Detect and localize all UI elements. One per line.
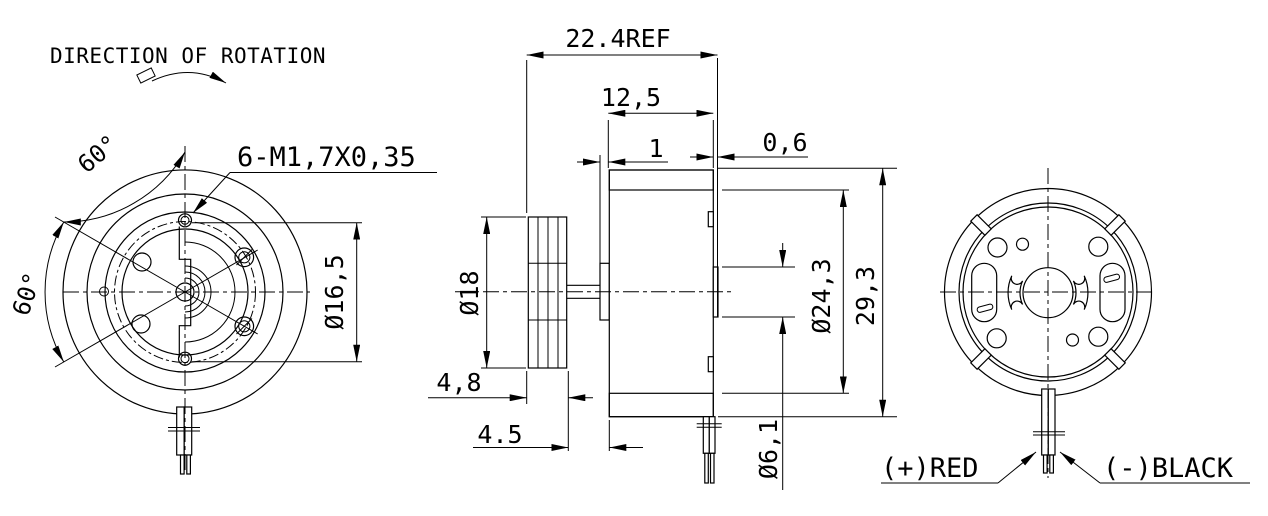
positive-lead-label: (+)RED — [881, 453, 979, 484]
dim-case-length: 12,5 — [601, 83, 661, 112]
dim-weight-dia: Ø18 — [455, 270, 484, 315]
dim-case-dia: Ø24,3 — [807, 258, 836, 333]
positive-lead-arrow — [997, 451, 1037, 484]
dim-boss-dia: Ø6,1 — [754, 419, 783, 479]
back-holes — [986, 236, 1109, 349]
crimp-tab-bottom — [707, 356, 714, 373]
front-view: 60° 60° Ø16,5 6-M1,7X0,35 — [7, 129, 437, 475]
negative-lead-arrow — [1059, 451, 1101, 484]
terminal-tab-left — [976, 303, 994, 313]
notch-sw — [969, 347, 993, 371]
thread-spec-label: 6-M1,7X0,35 — [237, 142, 416, 173]
arc-slot-right — [1072, 275, 1089, 310]
dim-overall-length: 22.4REF — [565, 24, 670, 53]
radial-line-150 — [54, 216, 186, 293]
direction-of-rotation-label: DIRECTION OF ROTATION — [50, 44, 326, 68]
angle-dim-left-label: 60° — [7, 269, 47, 319]
back-view: (+)RED (-)BLACK — [881, 168, 1250, 484]
dim-tab-offset: 0,6 — [762, 128, 807, 157]
negative-lead-label: (-)BLACK — [1103, 453, 1234, 484]
thread-leader-arrow — [192, 172, 231, 214]
radial-line-210 — [54, 291, 186, 368]
notch-se — [1103, 347, 1127, 371]
dim-flange-thickness: 1 — [648, 134, 663, 163]
rotation-arrow-tail — [136, 67, 156, 84]
dim-bolt-circle-dia: Ø16,5 — [320, 254, 349, 329]
front-lead-wires — [168, 406, 200, 475]
back-lead-wires — [1033, 388, 1065, 474]
notch-ne — [1103, 213, 1127, 237]
side-view: 22.4REF 12,5 1 0,6 Ø18 4,8 4.5 — [428, 24, 897, 490]
rotation-arrow — [151, 71, 227, 84]
dim-shaft-exposed: 4.5 — [477, 420, 522, 449]
rotation-annotation: DIRECTION OF ROTATION — [50, 44, 326, 84]
angle-dim-arc-top — [63, 151, 186, 226]
radial-line-330 — [184, 291, 258, 335]
terminal-tab-right — [1103, 273, 1121, 283]
radial-line-30 — [184, 249, 258, 293]
crimp-tab-top — [707, 211, 714, 228]
angle-dim-top-label: 60° — [72, 129, 123, 178]
angle-dim-arc-left — [44, 221, 65, 363]
knurl-band-bottom — [608, 392, 714, 418]
motor-body — [608, 169, 714, 418]
arc-slot-left — [1007, 275, 1024, 310]
side-lead-wires — [696, 416, 722, 484]
dim-weight-thickness: 4,8 — [436, 368, 481, 397]
notch-nw — [969, 213, 993, 237]
knurl-band-top — [608, 169, 714, 191]
dim-overall-dia: 29,3 — [851, 266, 880, 326]
